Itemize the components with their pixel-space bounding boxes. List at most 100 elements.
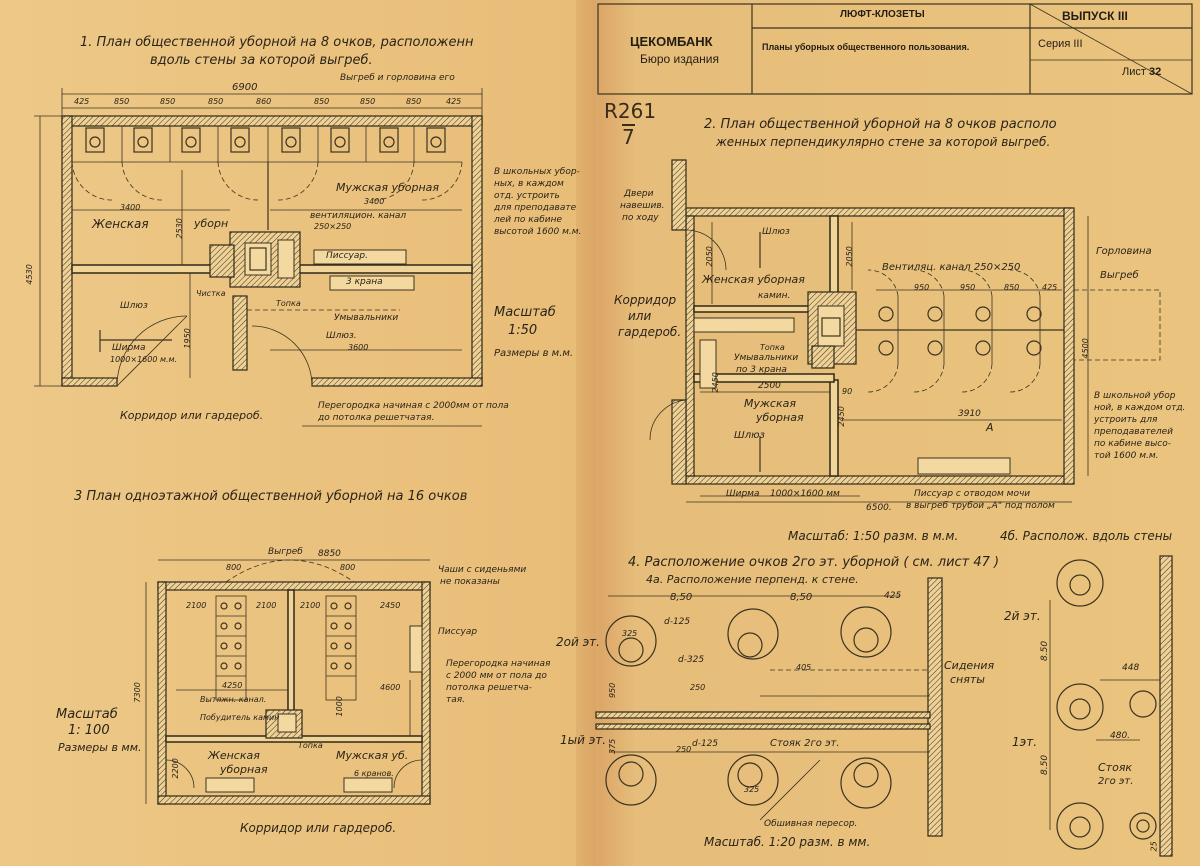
plan4-right-dim-25: 25 [1149, 841, 1159, 852]
plan1-shirma-size: 1000×1600 м.м. [110, 355, 178, 364]
plan1-mens-label: Мужская уборная [336, 181, 440, 194]
plan3-scale: 1: 100 [68, 723, 110, 738]
plan4-subtitle: 4а. Расположение перпенд. к стене. [646, 573, 859, 586]
plan4-title: 4. Расположение очков 2го эт. уборной ( … [628, 555, 1000, 570]
plan4-dim-405: 405 [796, 663, 812, 672]
plan3-scale-label: Масштаб [56, 707, 118, 722]
plan4-right-dim-448: 448 [1122, 663, 1140, 673]
plan3-dim-2100a: 2100 [186, 601, 207, 610]
plan2-umyv-label: Умывальники [734, 353, 799, 363]
plan1-units: Размеры в м.м. [494, 348, 574, 359]
plan4-dim-425: 425 [884, 591, 902, 601]
plan3-dim-4600: 4600 [380, 683, 401, 692]
corridor-line: Корридор [614, 293, 677, 307]
note-line: высотой 1600 м.м. [494, 227, 582, 237]
plan2-pissuar-line1: Писсуар с отводом мочи [914, 489, 1031, 499]
dim: 850 [1004, 283, 1020, 292]
corridor-line: гардероб. [618, 325, 682, 339]
plan1-vent-label: вентиляцион. канал [310, 211, 407, 221]
plan1-dim-3600: 3600 [348, 343, 369, 352]
dim: 850 [360, 97, 376, 106]
plan3-corridor-label: Корридор или гардероб. [240, 821, 397, 835]
plan2-a-mark: А [986, 421, 994, 434]
org-name: ЦЕКОМБАНК [630, 34, 713, 49]
plan2-vygreb: Выгреб [1100, 270, 1139, 281]
plan1-scale-label: Масштаб [494, 305, 556, 320]
note-line: Двери [624, 189, 654, 199]
page-fold [576, 0, 596, 866]
corridor-line: или [628, 309, 652, 323]
plan3-pissuar-label: Писсуар [438, 627, 478, 637]
plan2-dim-90: 90 [842, 387, 853, 396]
plan2-topka-label: Топка [760, 343, 785, 352]
note-line: ной, в каждом отд. [1094, 403, 1186, 413]
plan2-dim-2050a: 2050 [704, 246, 714, 267]
plan3-title: 3 План одноэтажной общественной уборной … [74, 489, 468, 504]
plan4-right-floor2: 2й эт. [1004, 609, 1041, 623]
plan2-alt-text: 4б. Располож. вдоль стены [1000, 529, 1173, 543]
plan3-dim-4250: 4250 [222, 681, 243, 690]
dim: 850 [406, 97, 422, 106]
plan4-floor1: 1ый эт. [560, 733, 607, 747]
plan2-shlyuz-top: Шлюз [762, 227, 790, 237]
plan2-drawing [649, 159, 1161, 503]
note-line: Стояк [1098, 761, 1133, 774]
section-name: ЛЮФТ-КЛОЗЕТЫ [840, 9, 925, 20]
plan4-dim-850b: 8,50 [790, 592, 813, 603]
plan2-scale-text: Масштаб: 1:50 разм. в м.м. [788, 529, 959, 543]
dim: 950 [960, 283, 976, 292]
plan3-dim-7300: 7300 [132, 682, 142, 703]
plan4-dim-850a: 8,50 [670, 592, 693, 603]
note-line: с 2000 мм от пола до [446, 671, 547, 681]
plan2-womens-label: Женская уборная [702, 273, 805, 286]
plan2-three-taps: по 3 крана [736, 365, 787, 375]
plan1-corridor-label: Корридор или гардероб. [120, 409, 264, 422]
plan3-womens-line1: Женская [208, 749, 260, 762]
plan4-dim-d125a: d-125 [664, 617, 691, 627]
sheet-description: Планы уборных общественного пользования. [762, 42, 970, 52]
plan3-dim-2450: 2450 [380, 601, 401, 610]
plan1-vent-size: 250×250 [314, 222, 352, 231]
sheet-number: 32 [1148, 66, 1162, 78]
plan4-drawing [595, 555, 1173, 857]
note-line: по кабине высо- [1094, 439, 1171, 449]
dim: 425 [74, 97, 90, 106]
note-line: сняты [950, 673, 985, 686]
plan4-dim-375: 375 [608, 738, 618, 755]
series-label: Серия III [1038, 38, 1083, 50]
plan2-mens-line1: Мужская [744, 397, 796, 410]
dim: 860 [256, 97, 272, 106]
plan1-umyv-label: Умывальники [334, 313, 399, 323]
note-line: для преподавате [494, 203, 577, 213]
plan1-pissuar-label: Писсуар. [326, 251, 368, 261]
note-line: тая. [446, 695, 466, 705]
plan4-floor2: 2ой эт. [556, 635, 600, 649]
dim: 850 [314, 97, 330, 106]
note-line: Перегородка начиная [446, 659, 551, 669]
plan3-pobud-label: Побудитель камин [200, 713, 280, 722]
plan1-topka-label: Топка [276, 299, 301, 308]
plan1-shlyuz-left: Шлюз [120, 301, 148, 311]
plan1-dim-1950: 1950 [182, 328, 192, 349]
plan1-womens-label: Женская [92, 217, 149, 231]
plan3-womens-line2: уборная [220, 763, 268, 776]
plan3-dim-1000: 1000 [334, 696, 344, 717]
plan1-scale: 1:50 [508, 323, 538, 338]
plan2-title-line1: 2. План общественной уборной на 8 очков … [704, 117, 1057, 132]
plan1-chistka-label: Чистка [196, 289, 226, 298]
plan1-drawing [34, 88, 483, 427]
dim: 850 [160, 97, 176, 106]
plan2-dim-2450b: 2450 [836, 406, 846, 427]
plan1-dim-3400a: 3400 [120, 203, 141, 212]
plan4-dim-325c: 325 [744, 785, 760, 794]
plan2-pissuar-line2: в выгреб трубой „А" под полом [906, 501, 1055, 511]
plan4-right-dim-480: 480. [1110, 731, 1131, 741]
plan3-vent-label: Вытяжн. канал. [200, 695, 267, 704]
plan3-dim-2100c: 2100 [300, 601, 321, 610]
plan4-stoyak: Стояк 2го эт. [770, 738, 840, 749]
issue-label: ВЫПУСК III [1062, 9, 1128, 23]
bureau-name: Бюро издания [640, 52, 720, 66]
plan1-dim-3400b: 3400 [364, 197, 385, 206]
plan1-partition-note-1: Перегородка начиная с 2000мм от пола [318, 401, 509, 411]
